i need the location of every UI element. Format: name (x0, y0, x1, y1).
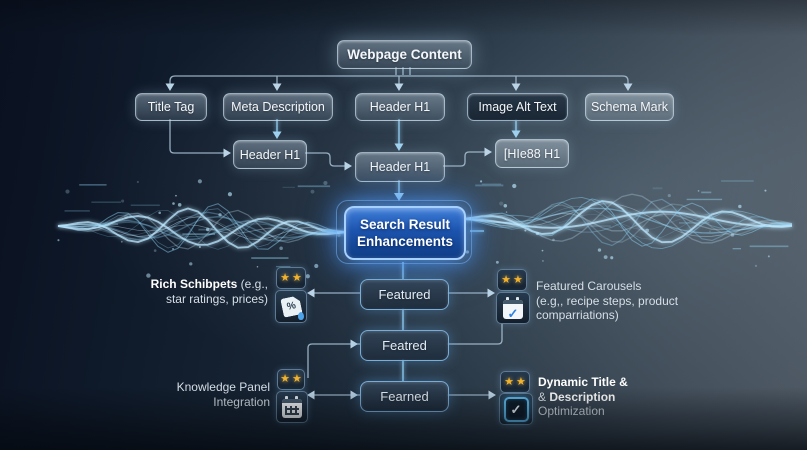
node-webpage-content: Webpage Content (337, 40, 472, 69)
node-header-h1-garbled: [HIe88 H1 (495, 139, 569, 168)
two-stars-icon: ★★ (497, 269, 527, 291)
node-schema-mark: Schema Mark (585, 93, 674, 121)
featured-carousels-label: Featured Carousels (e.g,, recipe steps, … (536, 279, 679, 322)
search-result-line1: Search Result (359, 217, 451, 232)
two-stars-icon: ★★ (277, 369, 305, 390)
node-meta-description: Meta Description (223, 93, 333, 121)
node-header-h1-mid: Header H1 (355, 152, 445, 182)
rich-snippets-sub: star ratings, prices) (165, 291, 268, 306)
calendar-check-icon: ✓ (496, 292, 530, 324)
node-featured-1: Featured (360, 279, 449, 310)
node-header-h1-left: Header H1 (233, 140, 307, 169)
node-featured-3: Fearned (360, 381, 449, 412)
node-title-tag: Title Tag (135, 93, 207, 121)
search-result-line2: Enhancements (356, 234, 454, 249)
dynamic-title-label: Dynamic Title & & Description Optimizati… (538, 375, 628, 418)
node-image-alt-text: Image Alt Text (467, 93, 568, 121)
rich-snippets-title: Rich Schibpets (150, 277, 238, 291)
node-header-h1: Header H1 (355, 93, 445, 121)
price-drop-accent (298, 312, 304, 320)
knowledge-panel-label: Knowledge Panel Integration (176, 380, 270, 409)
node-search-result-enhancements: Search Result Enhancements (344, 206, 466, 260)
price-tag-icon: % (275, 290, 307, 323)
two-stars-icon: ★★ (500, 371, 530, 393)
checkbox-icon: ✓ (499, 393, 533, 425)
two-stars-icon: ★★ (276, 267, 306, 289)
rich-snippets-label: Rich Schibpets (e.g., star ratings, pric… (118, 277, 268, 306)
calendar-icon (276, 391, 308, 423)
node-featured-2: Featred (360, 330, 449, 361)
